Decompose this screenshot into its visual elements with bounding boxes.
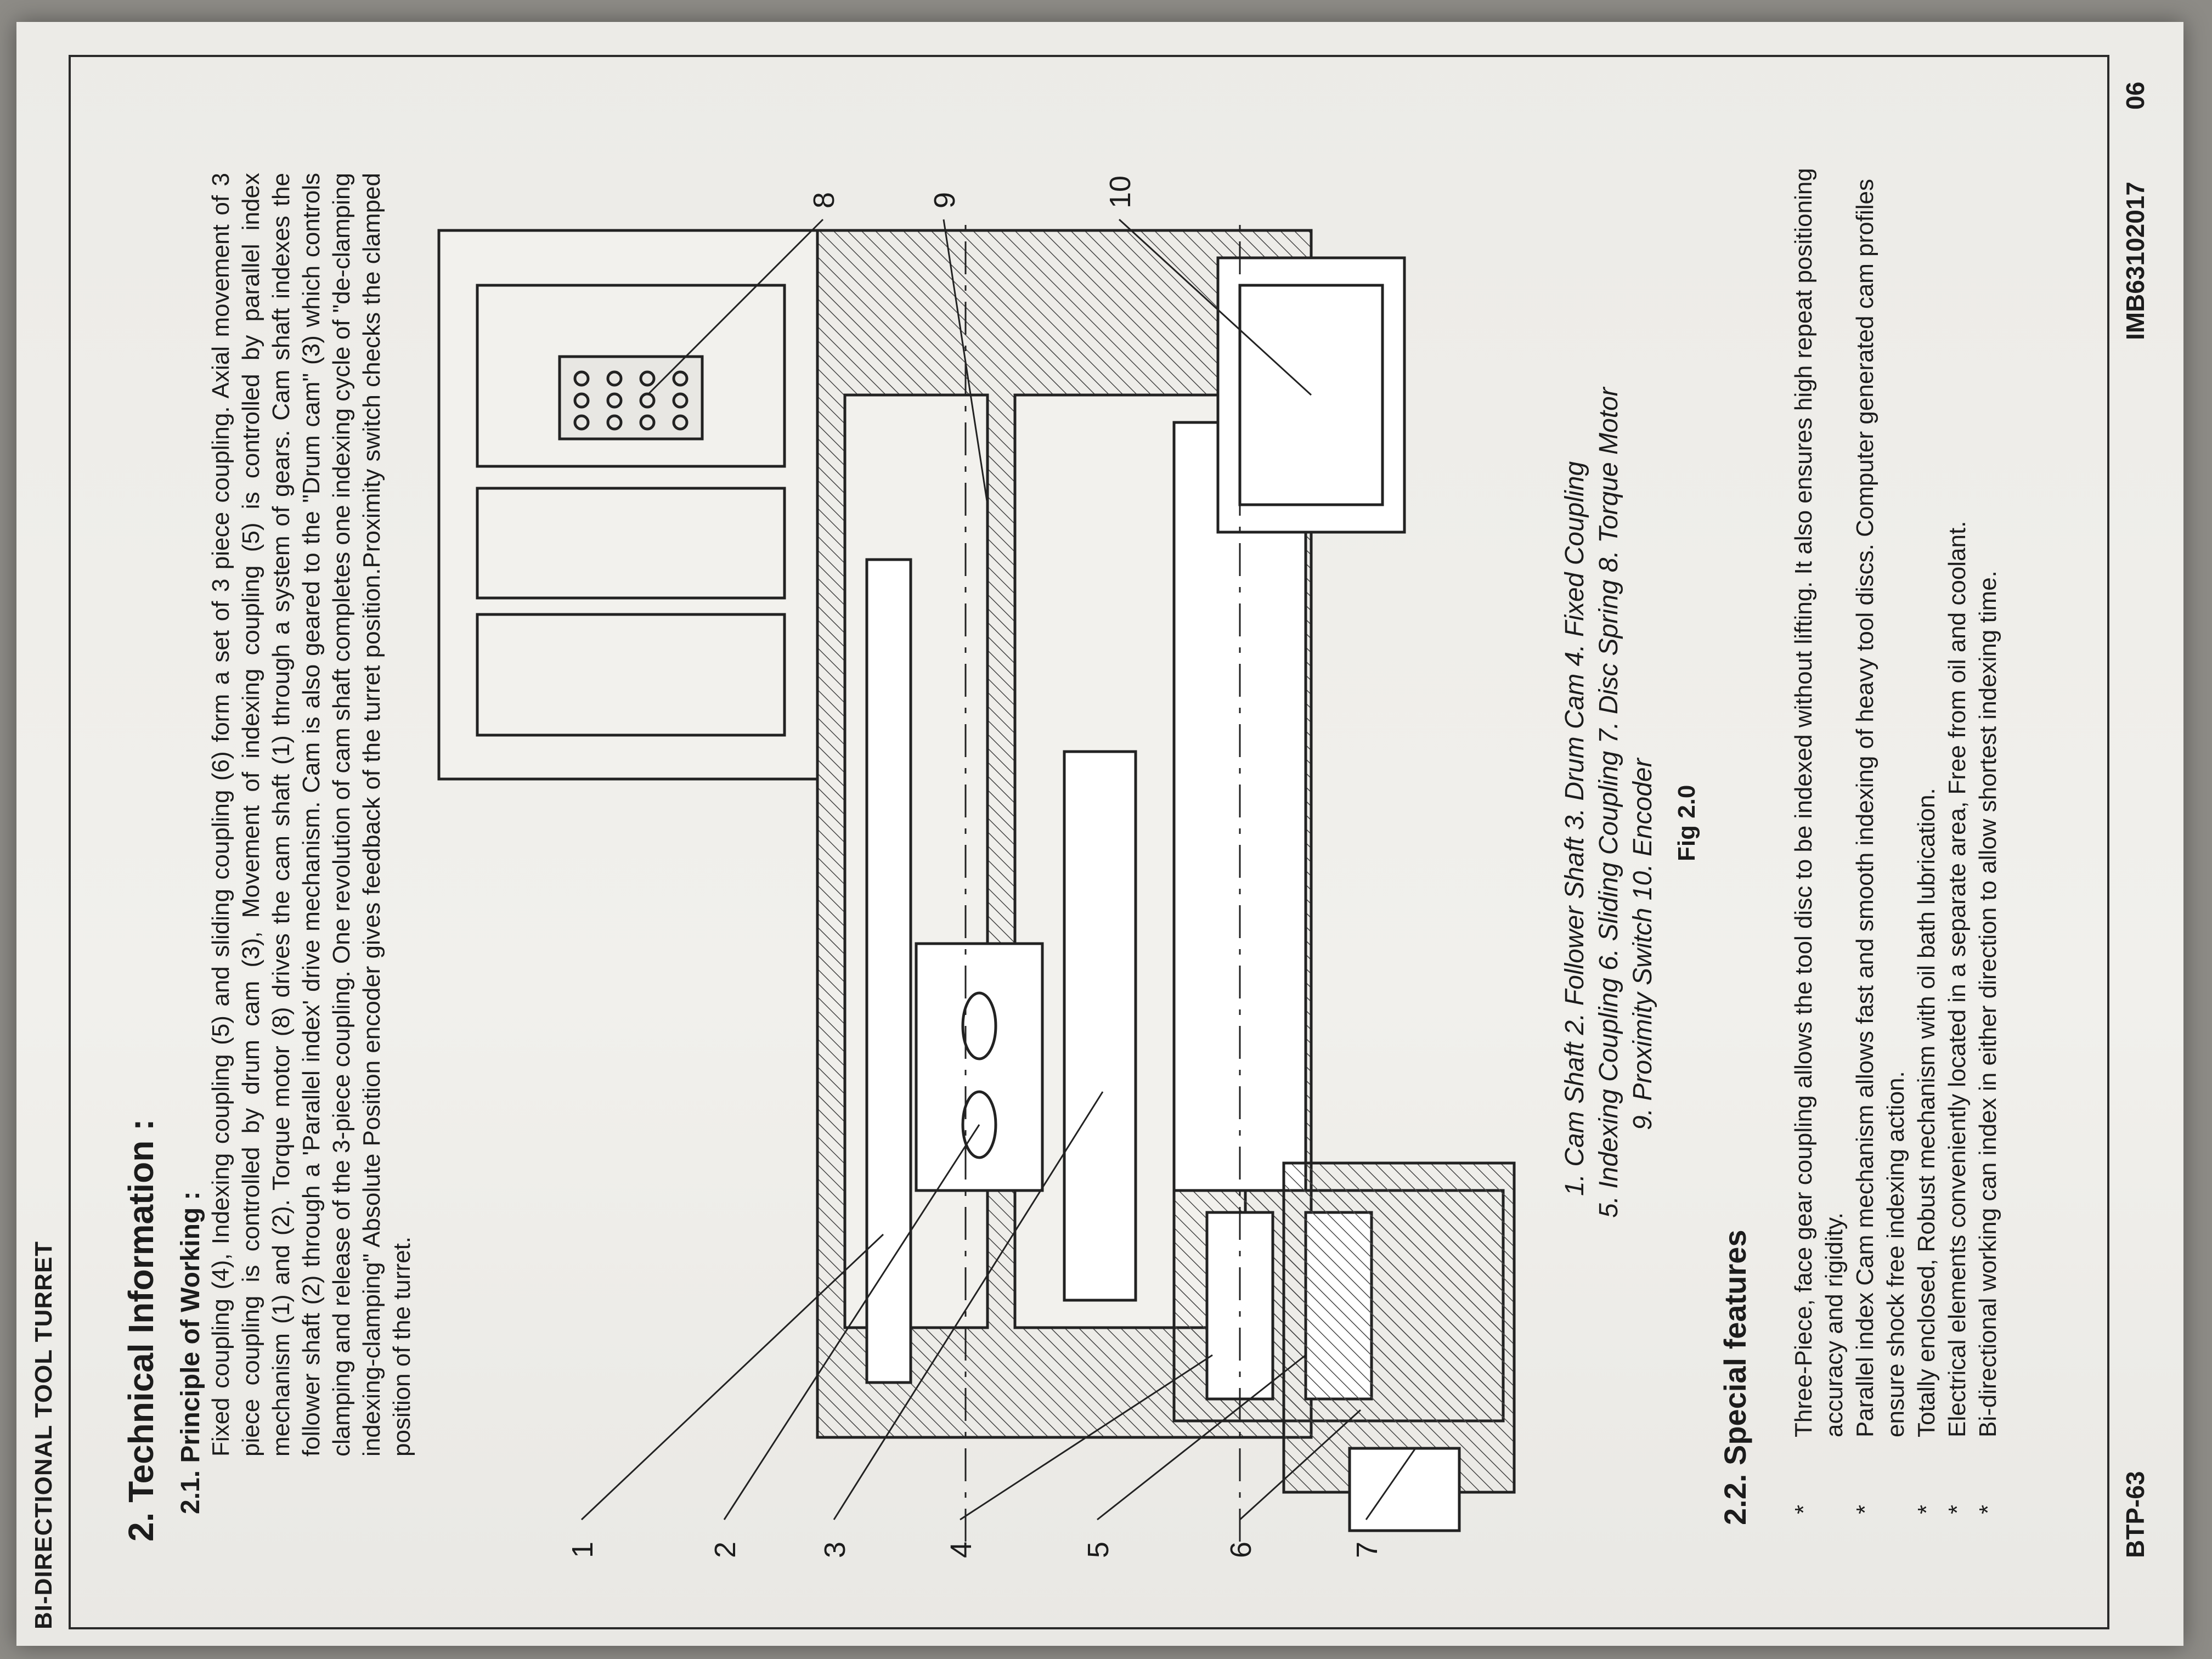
callout-3: 3 [819,1542,851,1558]
footer-doc-code: IMB63102017 [2121,182,2149,340]
figure-caption: 1. Cam Shaft 2. Follower Shaft 3. Drum C… [1558,387,1660,1218]
list-item: * Parallel index Cam mechanism allows fas… [1850,121,1911,1520]
list-item: * Electrical elements conveniently locate… [1942,121,1973,1520]
list-item: * Bi-directional working can index in eit… [1973,121,2004,1520]
footer-model: BTP-63 [2121,1471,2149,1558]
callout-10: 10 [1104,176,1137,208]
callout-5: 5 [1082,1542,1115,1558]
feature-text: Parallel index Cam mechanism allows fast… [1852,178,1909,1437]
principle-paragraph: Fixed coupling (4), Indexing coupling (5… [207,173,415,1457]
caption-line: 9. Proximity Switch 10. Encoder [1628,758,1657,1130]
callout-8: 8 [808,192,840,208]
list-item: * Three-Piece, face gear coupling allows … [1788,121,1850,1520]
callout-6: 6 [1224,1542,1257,1558]
document-header: BI-DIRECTIONAL TOOL TURRET [30,1241,57,1629]
feature-text: Totally enclosed, Robust mechanism with … [1913,788,1940,1437]
document-page: BI-DIRECTIONAL TOOL TURRET 2. Technical … [16,22,2183,1646]
section-title: 2. Technical Information : [121,1119,161,1542]
callout-7: 7 [1351,1542,1384,1558]
page-number: 06 [2121,81,2149,110]
features-list: * Three-Piece, face gear coupling allows … [1788,121,2004,1520]
callout-1: 1 [566,1542,599,1558]
subsection-title: 2.1. Principle of Working : [176,1191,205,1514]
bullet: * [1852,1504,1878,1514]
callout-9: 9 [928,192,961,208]
caption-line: 5. Indexing Coupling 6. Sliding Coupling… [1594,387,1623,1218]
bullet: * [1944,1504,1971,1514]
callout-2: 2 [709,1542,742,1558]
caption-line: 1. Cam Shaft 2. Follower Shaft 3. Drum C… [1560,461,1589,1196]
figure-label: Fig 2.0 [1673,785,1700,861]
feature-text: Bi-directional working can index in eith… [1974,571,2001,1437]
follower-shaft [1063,750,1137,1302]
features-title: 2.2. Special features [1718,1229,1752,1525]
motor-housing [437,229,819,781]
bullet: * [1790,1504,1817,1514]
feature-text: Electrical elements conveniently located… [1944,521,1971,1437]
callout-4: 4 [945,1542,978,1558]
feature-text: Three-Piece, face gear coupling allows t… [1790,168,1848,1437]
bullet: * [1974,1504,2001,1514]
terminal-block [558,355,704,441]
bullet: * [1913,1504,1940,1514]
cam-shaft [865,558,912,1384]
turret-cross-section-figure: 1 2 3 4 5 6 7 8 9 10 [437,176,1516,1558]
drum-cam [915,942,1044,1192]
list-item: * Totally enclosed, Robust mechanism with… [1911,121,1942,1520]
